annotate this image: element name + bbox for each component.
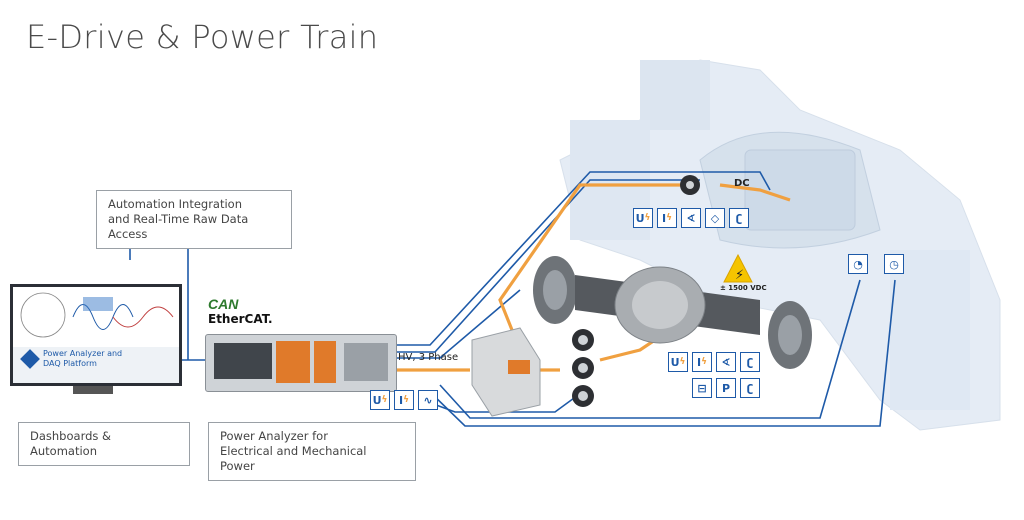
app-title-line1: Power Analyzer and bbox=[43, 349, 123, 358]
automation-line1: Automation Integration bbox=[108, 197, 243, 211]
angle-symbol: ∢ bbox=[681, 208, 701, 228]
waveform-symbol: ◇ bbox=[705, 208, 725, 228]
can-logo: CAN bbox=[208, 296, 239, 312]
temperature-sensor-icon: ◔ bbox=[848, 254, 868, 274]
e-axle bbox=[533, 256, 812, 369]
monitor: Power Analyzer and DAQ Platform bbox=[10, 284, 182, 394]
device-panel bbox=[214, 343, 272, 379]
high-voltage-warning-icon: ⚡ bbox=[723, 253, 753, 283]
sine-wave-symbol: ∿ bbox=[418, 390, 438, 410]
power-analyzer-line1: Power Analyzer for bbox=[220, 429, 328, 443]
harmonics-symbol: ʗ bbox=[740, 352, 760, 372]
svg-text:⚡: ⚡ bbox=[735, 268, 744, 283]
voltage-label: ± 1500 VDC bbox=[720, 284, 767, 292]
motor-measurement-symbols-row2: ⊟ P ʗ bbox=[692, 378, 760, 398]
harmonics-symbol: ʗ bbox=[729, 208, 749, 228]
device-module bbox=[314, 341, 336, 383]
device-module bbox=[276, 341, 310, 383]
automation-line2: and Real-Time Raw Data Access bbox=[108, 212, 249, 241]
vehicle-silhouette bbox=[559, 59, 1001, 431]
hv-3phase-label: HV, 3 Phase bbox=[398, 352, 459, 363]
gauge-icon: ◷ bbox=[884, 254, 904, 274]
automation-label: Automation Integration and Real-Time Raw… bbox=[96, 190, 292, 249]
dashboards-label: Dashboards & Automation bbox=[18, 422, 190, 466]
device-panel bbox=[344, 343, 388, 381]
power-analyzer-device bbox=[205, 334, 397, 392]
waveform-preview bbox=[13, 287, 179, 347]
current-sensors bbox=[572, 175, 700, 407]
torque-symbol: ⊟ bbox=[692, 378, 712, 398]
speed-symbol: ʗ bbox=[740, 378, 760, 398]
power-symbol: P bbox=[716, 378, 736, 398]
inverter bbox=[471, 327, 541, 417]
ethercat-logo: EtherCAT. bbox=[208, 312, 273, 326]
dc-label: DC bbox=[734, 178, 750, 189]
power-analyzer-label: Power Analyzer for Electrical and Mechan… bbox=[208, 422, 416, 481]
power-analyzer-line2: Electrical and Mechanical Power bbox=[220, 444, 367, 473]
app-logo-icon bbox=[20, 349, 40, 369]
page-title: E-Drive & Power Train bbox=[26, 18, 379, 56]
angle-symbol: ∢ bbox=[716, 352, 736, 372]
app-title-line2: DAQ Platform bbox=[43, 359, 97, 368]
